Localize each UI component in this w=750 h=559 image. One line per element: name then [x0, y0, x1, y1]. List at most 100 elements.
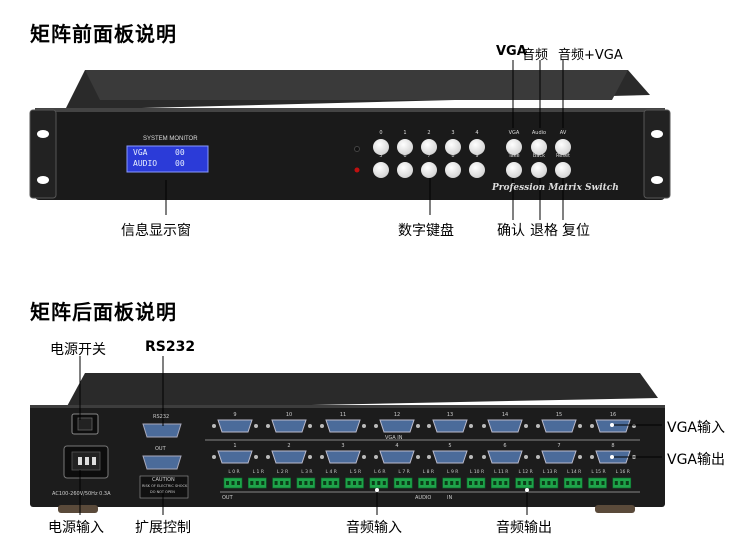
key-5[interactable]: [373, 162, 389, 178]
vga-out-number: 7: [557, 443, 561, 449]
mode-key-vga-label: VGA: [508, 130, 520, 136]
rs232-port: [142, 423, 182, 438]
key-1-label: 1: [403, 130, 407, 136]
audio-channel-label: L 2 R: [276, 470, 289, 475]
vga-in-port: [271, 419, 307, 433]
front-panel-title: 矩阵前面板说明: [30, 22, 177, 46]
key-9-label: 9: [475, 153, 479, 159]
mode-key-audio[interactable]: [531, 139, 547, 155]
callout-audio-out: 音频输出: [496, 520, 552, 536]
key-7[interactable]: [421, 162, 437, 178]
key-4[interactable]: [469, 139, 485, 155]
key-8-label: 8: [451, 153, 455, 159]
callout-keypad: 数字键盘: [398, 223, 454, 239]
key-1[interactable]: [397, 139, 413, 155]
vga-out-port: [142, 455, 182, 470]
callout-back: 退格: [530, 223, 558, 239]
vga-out-number: 2: [287, 443, 291, 449]
audio-channel-label: L 6 R: [374, 470, 386, 475]
vga-out-number: 1: [233, 443, 237, 449]
vga-out-number: 6: [503, 443, 507, 449]
audio-channel-label: L 4 R: [325, 470, 337, 475]
caution-text2: DO NOT OPEN: [150, 490, 175, 494]
audio-channel-label: L 0 R: [228, 470, 240, 475]
vga-out-port: [271, 450, 307, 464]
callout-vga-in: VGA输入: [667, 420, 726, 436]
mode-key-vga[interactable]: [506, 139, 522, 155]
mode-key-av-label: AV: [559, 130, 567, 136]
vga-in-number: 12: [393, 412, 401, 418]
key-9[interactable]: [469, 162, 485, 178]
callout-vga: VGA: [496, 44, 527, 59]
lcd-line2-label: AUDIO: [133, 159, 158, 168]
action-key-back-label: Back: [532, 153, 546, 159]
action-key-take-label: Take: [508, 153, 520, 159]
callout-reset: 复位: [562, 223, 590, 239]
audio-channel-label: L 14 R: [567, 470, 582, 475]
key-7-label: 7: [427, 153, 431, 159]
mode-key-av[interactable]: [555, 139, 571, 155]
audio-channel-label: L 10 R: [469, 470, 485, 475]
caution-text1: RISK OF ELECTRIC SHOCK: [142, 484, 188, 488]
vga-in-number: 16: [609, 412, 617, 418]
audio-channel-label: L 5 R: [349, 470, 362, 475]
out-port-label: OUT: [155, 446, 166, 452]
callout-ext-control: 扩展控制: [135, 520, 191, 536]
rack-hole: [37, 130, 49, 138]
vga-out-ports: [212, 450, 636, 464]
vga-out-port: [541, 450, 577, 464]
key-2[interactable]: [421, 139, 437, 155]
action-key-take[interactable]: [506, 162, 522, 178]
callout-monitor: 信息显示窗: [121, 223, 191, 239]
rear-panel-title: 矩阵后面板说明: [30, 300, 177, 324]
power-rating: AC100-260V/50Hz 0.3A: [52, 491, 111, 497]
brand-text: Profession Matrix Switch: [492, 183, 619, 193]
callout-rs232: RS232: [145, 339, 196, 355]
audio-channel-label: L 11 R: [494, 470, 509, 475]
mode-key-audio-label: Audio: [531, 130, 547, 136]
audio-channel-label: L 8 R: [422, 470, 435, 475]
key-6[interactable]: [397, 162, 413, 178]
rack-hole: [651, 130, 663, 138]
audio-channel-label: L 1 R: [252, 470, 264, 475]
key-5-label: 5: [379, 153, 383, 159]
lcd-line2: AUDIO 00: [133, 159, 203, 168]
vga-in-ports: [212, 419, 636, 433]
vga-out-number: 3: [341, 443, 345, 449]
key-8[interactable]: [445, 162, 461, 178]
vga-out-port: [379, 450, 415, 464]
lcd-caption: SYSTEM MONITOR: [143, 136, 198, 142]
vga-in-label: VGA IN: [385, 435, 403, 441]
callout-power-in: 电源输入: [48, 520, 104, 536]
audio-channel-label: L 3 R: [301, 470, 313, 475]
callout-audio-in: 音频输入: [346, 520, 402, 536]
vga-in-port: [541, 419, 577, 433]
audio-channel-label: L 15 R: [591, 470, 606, 475]
audio-in-label: IN: [447, 495, 453, 501]
vga-in-port: [487, 419, 523, 433]
vga-in-number: 13: [446, 412, 454, 418]
action-key-back[interactable]: [531, 162, 547, 178]
vga-out-port: [487, 450, 523, 464]
vga-out-number: 8: [611, 443, 615, 449]
key-3[interactable]: [445, 139, 461, 155]
lcd-line2-value: 00: [175, 159, 185, 168]
vga-in-port: [432, 419, 468, 433]
rs232-port-label: RS232: [153, 414, 170, 420]
audio-channel-label: L 13 R: [542, 470, 557, 475]
action-key-reset[interactable]: [555, 162, 571, 178]
lcd-screen: [126, 145, 209, 173]
key-6-label: 6: [403, 153, 407, 159]
callout-audio: 音频: [522, 48, 549, 63]
action-key-reset-label: Reset: [556, 153, 570, 159]
vga-in-number: 10: [285, 412, 293, 418]
lcd-line1-value: 00: [175, 148, 185, 157]
front-face: [35, 108, 665, 200]
key-0[interactable]: [373, 139, 389, 155]
vga-in-number: 15: [555, 412, 563, 418]
vga-out-port: [432, 450, 468, 464]
callout-power-switch: 电源开关: [50, 342, 106, 358]
vga-in-port: [379, 419, 415, 433]
vga-in-number: 11: [339, 412, 347, 418]
